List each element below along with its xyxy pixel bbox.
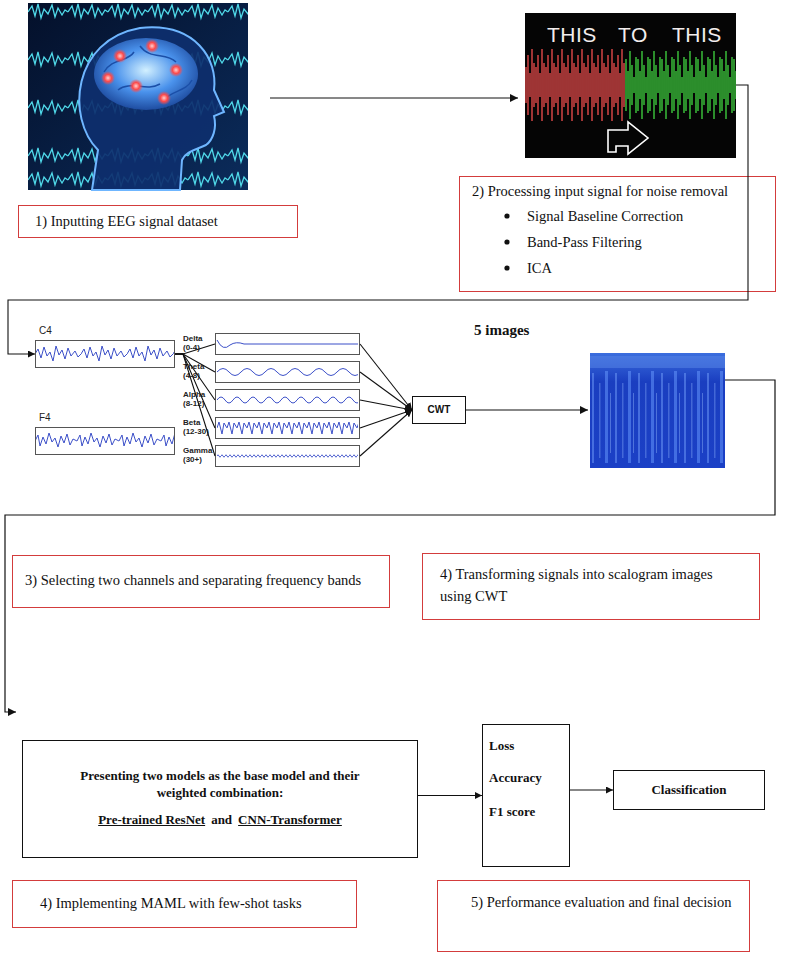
output-box: Classification [613,770,765,810]
node-text: 3) Selecting two channels and separating… [25,572,385,589]
noisy-waveform [525,45,625,125]
channel-trace [36,341,174,367]
brain-spot [101,71,115,85]
node-text: THIS [672,23,732,47]
node-text: Accuracy [489,769,569,786]
band-box: Gamma (30+) [215,445,360,467]
flow-connector [360,410,412,456]
brain-spot [113,49,127,63]
brain-spot [169,63,183,77]
flow-connector [570,789,613,790]
node-text: Theta (4-8) [183,362,214,380]
bullet [504,213,509,218]
band-wave [217,419,358,437]
image-panel: THIS TO THIS [525,13,736,158]
clean-waveform [625,45,736,125]
node-text: F4 [39,412,79,424]
noise-image [525,13,736,158]
node-text: F1 score [489,803,569,820]
channel-trace [36,428,174,454]
step-box: 5) Performance evaluation and final deci… [437,880,750,952]
flow-connector [175,354,215,372]
transform-box: CWT [412,396,466,424]
node-text: C4 [39,325,79,337]
scalogram-texture [590,353,725,468]
flow-connector [5,380,775,712]
node-text: Classification [614,781,764,798]
band-box: Alpha (8-12) [215,389,360,411]
band-wave [217,447,358,465]
node-text: Gamma (30+) [183,446,214,464]
step-box: 4) Implementing MAML with few-shot tasks [12,880,357,928]
channel-box: C4 [35,340,175,368]
node-text: 5) Performance evaluation and final deci… [471,894,746,911]
node-text: 4) Transforming signals into scalogram i… [440,563,715,607]
flow-connector [418,795,482,796]
band-box: Delta (0-4) [215,333,360,355]
flow-arrow [270,98,518,99]
flow-connector [175,354,215,400]
brain-spot [129,79,143,93]
node-text: 4) Implementing MAML with few-shot tasks [40,895,350,912]
flow-connector [175,354,215,456]
node-text: Signal Baseline Correction [527,208,767,225]
band-wave [217,340,358,348]
node-text: TO [618,23,658,47]
bullet [504,239,509,244]
band-wave [217,363,358,381]
node-text: Beta (12-30) [183,418,214,436]
node-text: Pre-trained ResNet [98,811,205,828]
model-box: Presenting two models as the base model … [22,740,418,858]
node-text: Loss [489,737,569,754]
brain-folds [104,46,192,100]
node-text: and [211,811,232,828]
node-text: 1) Inputting EEG signal dataset [35,213,295,230]
step-box: 2) Processing input signal for noise rem… [459,176,776,292]
flow-connector [360,410,412,428]
bullet [504,265,509,270]
node-text: ICA [527,260,767,277]
node-text: Delta (0-4) [183,334,214,352]
brain-spot [157,91,171,105]
step-box: 4) Transforming signals into scalogram i… [422,553,760,620]
node-text: CWT [413,404,465,416]
flow-connector [175,344,215,354]
flow-connector [8,85,748,354]
flow-arrow [466,409,588,410]
flow-connector [175,354,215,428]
brain-spot [145,39,159,53]
node-text: CNN-Transformer [238,811,342,828]
flow-connector [360,372,412,410]
band-box: Theta (4-8) [215,361,360,383]
eeg-wave-row [28,0,248,24]
node-text: 2) Processing input signal for noise rem… [472,183,772,200]
brain-illustration [28,3,248,190]
step-box: 3) Selecting two channels and separating… [12,555,390,608]
brain-shape [94,38,198,110]
channel-box: F4 [35,427,175,455]
step-box: 1) Inputting EEG signal dataset [18,205,298,238]
figure-label: 5 images [474,321,564,339]
node-text: Band-Pass Filtering [527,234,767,251]
band-box: Beta (12-30) [215,417,360,439]
node-text: Presenting two models as the base model … [61,767,379,801]
hand-arrow-icon [608,122,648,154]
scalogram-image [590,353,725,468]
head-silhouette [79,27,224,190]
node-text: THIS [547,23,607,47]
flow-connector [360,400,412,410]
edge-group [8,85,748,796]
band-wave [217,391,358,409]
node-text: Alpha (8-12) [183,390,214,408]
flow-connector [360,344,412,410]
metrics-box: LossAccuracy F1 score [482,724,570,867]
